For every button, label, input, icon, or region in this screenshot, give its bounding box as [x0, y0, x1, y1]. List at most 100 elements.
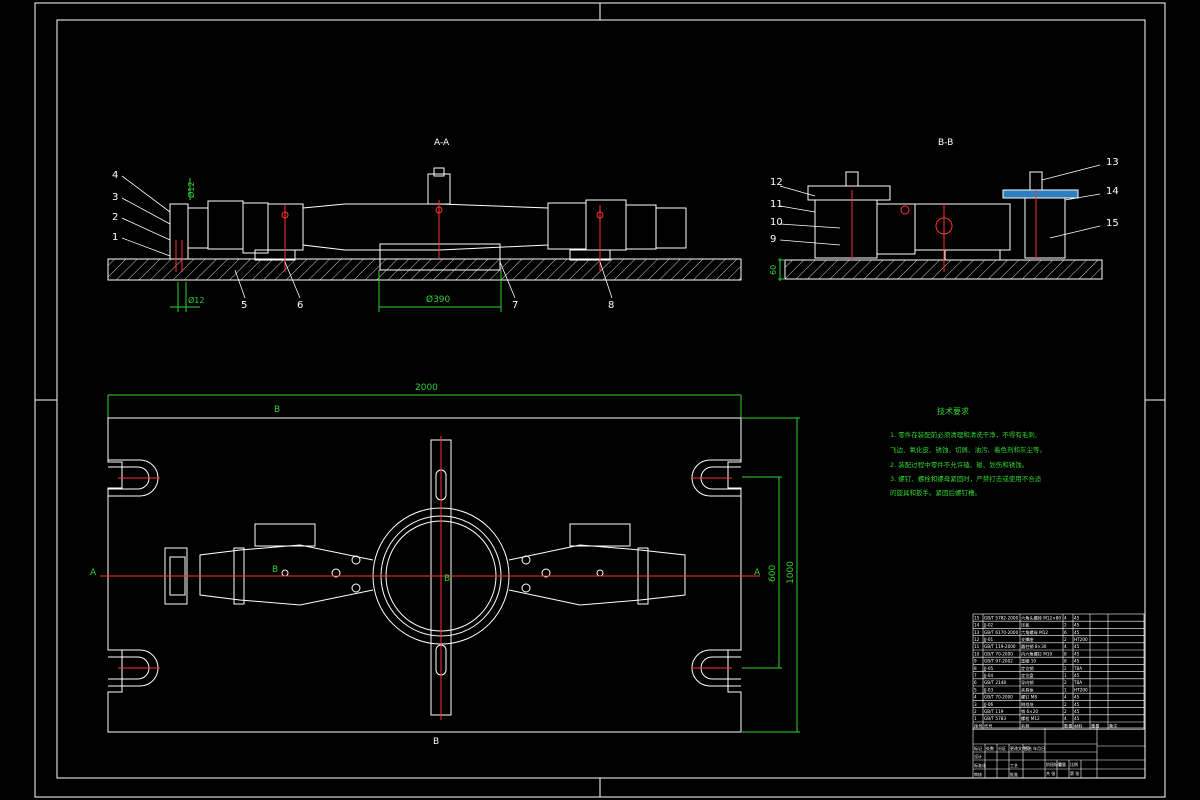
- bom-cell: 45: [1074, 709, 1080, 714]
- bom-cell: 45: [1074, 716, 1080, 721]
- title-block-cell: 比例: [1070, 761, 1078, 767]
- bom-cell: 4: [1064, 644, 1067, 649]
- bom-cell: HT200: [1074, 637, 1088, 642]
- bom-cell: JJ-05: [983, 666, 993, 671]
- bom-header-cell: 备注: [1109, 722, 1118, 729]
- bom-cell: 9: [974, 659, 977, 664]
- tech-req-title: 技术要求: [937, 406, 969, 416]
- bom-cell: 4: [1064, 615, 1067, 620]
- overall-length-dimension: 2000: [415, 383, 438, 393]
- title-block-cell: 阶段标记: [1046, 761, 1062, 767]
- tech-req-line-1: 1. 零件在装配前必须清理和清洗干净，不得有毛刺、: [890, 430, 1041, 439]
- balloon-12: 12: [770, 177, 783, 188]
- sheet-frame: [34, 2, 1166, 798]
- bom-cell: 侧挡块: [1021, 701, 1034, 708]
- bom-cell: JJ-02: [983, 623, 993, 628]
- bom-cell: 8: [1064, 659, 1067, 664]
- balloon-7: 7: [512, 300, 518, 311]
- bom-cell: GB/T 97-2002: [984, 659, 1013, 664]
- title-block-cell: 更改文件号: [1010, 745, 1030, 751]
- bom-cell: 2: [1064, 680, 1067, 685]
- bom-cell: 1: [1064, 687, 1067, 692]
- bom-cell: GB/T 6170-2000: [984, 630, 1019, 635]
- title-block-cell: 批准: [1010, 771, 1018, 777]
- bom-cell: 导向销: [1021, 679, 1034, 686]
- bom-cell: 夹具体: [1021, 686, 1034, 693]
- bom-cell: 4: [974, 695, 977, 700]
- balloon-2: 2: [112, 212, 118, 223]
- bom-cell: 45: [1074, 673, 1080, 678]
- bom-cell: 5: [974, 687, 977, 692]
- balloon-4: 4: [112, 170, 118, 181]
- bom-cell: 2: [1064, 637, 1067, 642]
- pin-dimension: Ø12: [188, 295, 204, 305]
- bom-cell: 11: [974, 644, 980, 649]
- bom-cell: JJ-04: [983, 673, 993, 678]
- bom-cell: JJ-06: [983, 702, 993, 707]
- plan-view: 2000 600 1000: [90, 383, 800, 747]
- bom-cell: 45: [1074, 702, 1080, 707]
- bom-cell: 15: [974, 615, 980, 620]
- bom-cell: 45: [1074, 644, 1080, 649]
- bom-cell: 1: [1064, 673, 1067, 678]
- bom-cell: 螺栓 M12: [1021, 715, 1040, 722]
- bom-cell: GB/T 70-2000: [984, 695, 1013, 700]
- balloon-10: 10: [770, 217, 783, 228]
- bom-cell: 12: [974, 637, 980, 642]
- title-block-cell: 标记: [974, 745, 982, 751]
- top-hole-dimension: Ø12: [186, 182, 196, 198]
- bom-cell: T8A: [1073, 666, 1082, 671]
- section-a-a-label: A-A: [434, 138, 450, 148]
- bom-cell: 1: [974, 716, 977, 721]
- bom-cell: 支撑座: [1021, 636, 1034, 643]
- tech-req-line-5: 的旋具和扳手。紧固后螺钉槽。: [890, 488, 981, 497]
- title-block-cell: 签名: [1024, 745, 1032, 751]
- inner-width-dimension: 600: [768, 565, 778, 582]
- title-block-cell: 重量: [1058, 761, 1066, 767]
- section-marker-a-left: A: [90, 568, 97, 578]
- bom-cell: 13: [974, 630, 980, 635]
- bom-cell: 4: [1064, 695, 1067, 700]
- tech-req-line-2: 飞边、氧化皮、锈蚀、切屑、油污、着色剂和灰尘等。: [890, 445, 1046, 454]
- bom-cell: 2: [1064, 623, 1067, 628]
- bom-cell: GB/T 119-2000: [984, 644, 1016, 649]
- bom-cell: 10: [974, 651, 980, 656]
- bom-cell: 6: [1064, 630, 1067, 635]
- bom-cell: 六角螺母 M12: [1021, 629, 1048, 636]
- balloon-3: 3: [112, 192, 118, 203]
- title-block-cell: 设计: [974, 753, 982, 759]
- bom-cell: 2: [1064, 702, 1067, 707]
- balloon-8: 8: [608, 300, 614, 311]
- title-block-cell: 工艺: [1010, 763, 1018, 768]
- bom-cell: 2: [1064, 666, 1067, 671]
- side-height-dimension: 60: [769, 265, 778, 275]
- balloon-9: 9: [770, 234, 776, 245]
- center-label-b: B: [444, 574, 450, 584]
- balloon-14: 14: [1106, 186, 1119, 197]
- bom-header-cell: 名称: [1021, 722, 1029, 729]
- tech-req-line-3: 2. 装配过程中零件不允许磕、碰、划伤和锈蚀。: [890, 460, 1028, 469]
- section-b-b: B-B 60: [769, 138, 1119, 281]
- bom-cell: 45: [1074, 615, 1080, 620]
- bom-cell: 8: [1064, 651, 1067, 656]
- bom-header-cell: 序号: [974, 722, 982, 729]
- bom-header-cell: 重量: [1091, 722, 1099, 729]
- title-block: 标记处数分区更改文件号签名年月日设计标准化审核工艺批准阶段标记重量比例共 张第 …: [972, 727, 1146, 779]
- bom-cell: 定位盘: [1021, 672, 1034, 679]
- title-block-cell: 年月日: [1033, 745, 1045, 751]
- bom-cell: 45: [1074, 651, 1080, 656]
- bom-cell: 45: [1074, 630, 1080, 635]
- bom-header-cell: 材料: [1074, 722, 1083, 729]
- title-block-cell: 共 张: [1046, 770, 1055, 776]
- bom-cell: 6: [974, 680, 977, 685]
- bom-cell: 压板: [1021, 622, 1030, 629]
- bom-cell: 圆柱销 8×30: [1021, 643, 1047, 650]
- balloon-11: 11: [770, 199, 783, 210]
- bom-header-cell: 代号: [984, 722, 992, 729]
- overall-width-dimension: 1000: [786, 561, 796, 584]
- title-block-outline: [972, 727, 1146, 779]
- bom-cell: JJ-01: [983, 637, 993, 642]
- bom-cell: 内六角螺钉 M10: [1021, 650, 1053, 657]
- bom-cell: 4: [1064, 716, 1067, 721]
